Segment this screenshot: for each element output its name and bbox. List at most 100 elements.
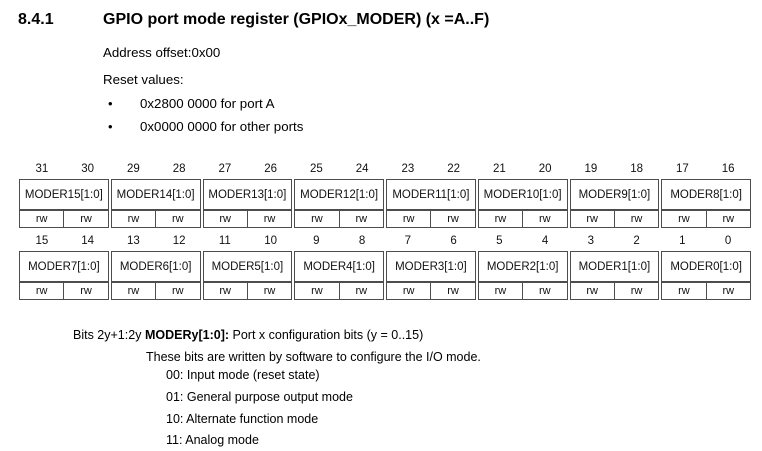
access-cell: rw xyxy=(246,283,291,299)
bit-number: 21 xyxy=(492,163,506,175)
bit-number: 13 xyxy=(126,235,140,247)
bit-number: 15 xyxy=(35,235,49,247)
access-cell: rw xyxy=(219,285,231,297)
access-row: rw rw xyxy=(19,210,109,228)
bit-number: 26 xyxy=(264,163,278,175)
field-value-option: 10: Alternate function mode xyxy=(166,412,319,426)
access-cell: rw xyxy=(402,213,415,225)
bit-number: 18 xyxy=(630,163,644,175)
access-cell: rw xyxy=(613,283,658,299)
access-cell: rw xyxy=(35,285,48,297)
bit-number: 3 xyxy=(587,235,595,247)
bit-number: 1 xyxy=(679,235,686,247)
bit-number: 28 xyxy=(172,163,186,175)
access-cell: rw xyxy=(35,213,48,225)
bit-number: 5 xyxy=(496,235,503,247)
access-cell: rw xyxy=(705,283,750,299)
access-cell: rw xyxy=(586,285,598,297)
access-cell: rw xyxy=(678,285,690,297)
bit-number: 4 xyxy=(541,235,549,247)
access-row: rw rw xyxy=(294,210,384,228)
access-row: rw rw xyxy=(477,282,568,300)
bit-number: 6 xyxy=(450,235,457,247)
bit-number: 16 xyxy=(721,163,735,175)
bit-number: 31 xyxy=(35,163,49,175)
bit-number: 2 xyxy=(633,235,640,247)
field-value-option: 00: Input mode (reset state) xyxy=(166,368,320,382)
access-cell: rw xyxy=(494,285,507,297)
access-cell: rw xyxy=(522,211,566,227)
access-cell: rw xyxy=(127,285,140,297)
bit-number: 17 xyxy=(675,163,689,175)
field-term: MODERy[1:0]: xyxy=(145,328,230,342)
bit-number: 20 xyxy=(538,163,552,175)
bullet-icon: • xyxy=(108,96,113,111)
access-row: rw rw xyxy=(202,282,293,300)
field-value-option: 01: General purpose output mode xyxy=(166,390,353,404)
access-row: rw rw xyxy=(386,210,476,228)
bit-number: 23 xyxy=(401,163,415,175)
access-cell: rw xyxy=(678,213,690,225)
field-name-cell: MODER3[1:0] xyxy=(386,251,476,282)
access-row: rw rw xyxy=(661,282,751,300)
access-cell: rw xyxy=(402,285,415,297)
field-name-cell: MODER12[1:0] xyxy=(294,179,384,210)
access-cell: rw xyxy=(311,285,323,297)
access-cell: rw xyxy=(155,283,199,299)
field-name-cell: MODER5[1:0] xyxy=(202,251,293,282)
field-name-cell: MODER11[1:0] xyxy=(386,179,476,210)
access-cell: rw xyxy=(246,211,291,227)
bit-number: 12 xyxy=(172,235,186,247)
bit-number: 14 xyxy=(81,235,95,247)
bit-number: 0 xyxy=(724,235,732,247)
bit-number: 29 xyxy=(126,163,140,175)
bit-number: 27 xyxy=(218,163,232,175)
bit-number: 11 xyxy=(218,235,231,247)
bit-number: 9 xyxy=(313,235,320,247)
access-cell: rw xyxy=(311,213,323,225)
reset-value-text: 0x0000 0000 for other ports xyxy=(140,119,304,134)
bit-number: 7 xyxy=(404,235,412,247)
section-title: GPIO port mode register (GPIOx_MODER) (x… xyxy=(103,11,490,28)
bullet-icon: • xyxy=(108,119,113,134)
bit-number: 19 xyxy=(584,163,598,175)
field-name-cell: MODER13[1:0] xyxy=(202,179,293,210)
field-name-cell: MODER10[1:0] xyxy=(477,179,568,210)
access-cell: rw xyxy=(219,213,231,225)
access-row: rw rw xyxy=(110,282,201,300)
access-cell: rw xyxy=(430,211,474,227)
access-cell: rw xyxy=(127,213,140,225)
bit-number: 22 xyxy=(447,163,461,175)
field-name-cell: MODER1[1:0] xyxy=(569,251,660,282)
access-cell: rw xyxy=(63,283,107,299)
access-cell: rw xyxy=(63,211,107,227)
field-name-cell: MODER0[1:0] xyxy=(661,251,751,282)
address-offset: Address offset:0x00 xyxy=(103,45,221,60)
field-name-cell: MODER8[1:0] xyxy=(661,179,751,210)
access-cell: rw xyxy=(338,211,383,227)
bit-number: 10 xyxy=(264,235,278,247)
access-cell: rw xyxy=(613,211,658,227)
access-cell: rw xyxy=(522,283,566,299)
